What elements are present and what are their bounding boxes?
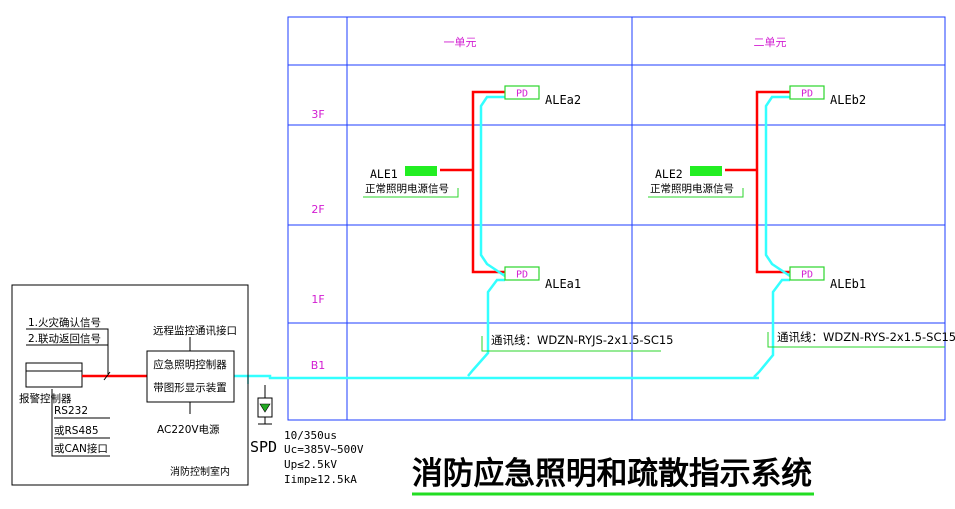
unit1-red-riser [471, 90, 505, 274]
unit1-comm-underline [481, 336, 661, 352]
unit2-label-top: ALEb2 [830, 93, 866, 107]
floor-label-2f: 2F [311, 203, 324, 216]
unit1-comm-line: 通讯线：WDZN-RYJS-2x1.5-SC15 [491, 333, 674, 347]
spd-spec-1: 10/350us [284, 429, 337, 442]
fire-confirm-label: 1.火灾确认信号 [28, 316, 101, 329]
unit2-pd-top-text: PD [801, 89, 813, 100]
spd-label: SPD [250, 438, 277, 456]
unit2-header: 二单元 [754, 36, 787, 49]
unit2-comm-line: 通讯线：WDZN-RYS-2x1.5-SC15 [777, 330, 955, 344]
unit1-cyan-riser [479, 95, 506, 278]
unit1-pd-bottom-box [504, 266, 540, 281]
unit1-pd-bottom: PD [504, 266, 540, 281]
alarm-controller-box [25, 362, 83, 388]
floor-label-1f: 1F [311, 293, 324, 306]
unit2-red-riser [755, 90, 790, 274]
unit1-pd-bottom-text: PD [516, 270, 528, 281]
feedback-label: 2.联动返回信号 [28, 333, 101, 345]
unit1-label-top: ALEa2 [545, 93, 581, 107]
spd: SPD 10/350us Uc=385V~500V Up≤2.5kV Iimp≥… [250, 385, 364, 486]
control-room-label: 消防控制室内 [170, 465, 230, 478]
controller-line1: 应急照明控制器 [153, 358, 227, 371]
can-label: 或CAN接口 [54, 442, 108, 455]
spd-arrow-icon [259, 403, 271, 413]
main-comm-bus [234, 374, 759, 380]
unit2-pd-top-box [789, 85, 825, 100]
unit1-wiring [440, 90, 506, 377]
unit1-ale-box [405, 166, 437, 176]
unit1-pd-top-box [504, 85, 540, 100]
control-room-border [11, 284, 249, 486]
spd-spec-2: Uc=385V~500V [284, 443, 364, 456]
unit2-ale-box [690, 166, 722, 176]
interface-bracket [51, 389, 110, 457]
unit2-ale-label: ALE2 [655, 167, 683, 181]
spd-spec-4: Iimp≥12.5kA [284, 473, 357, 486]
unit1-pd-top: PD [504, 85, 540, 100]
unit2-cyan-drop [753, 278, 790, 378]
building-grid [287, 16, 946, 421]
unit2-signal-underline [648, 188, 744, 198]
signal-bracket-1 [26, 328, 109, 374]
unit2-signal-label: 正常照明电源信号 [650, 182, 734, 195]
diagram-title: 消防应急照明和疏散指示系统 [412, 456, 812, 492]
wire-tick-mark [103, 371, 111, 381]
spd-spec-3: Up≤2.5kV [284, 458, 337, 471]
unit2-pd-bottom-box [789, 266, 825, 281]
unit1-signal-underline [363, 188, 459, 198]
unit1-cyan-drop [467, 278, 505, 377]
floor-label-b1: B1 [311, 359, 326, 372]
unit1-header: 一单元 [444, 36, 477, 49]
alarm-controller-label: 报警控制器 [19, 392, 72, 405]
unit2-label-bottom: ALEb1 [830, 277, 866, 291]
rs485-label: 或RS485 [54, 425, 99, 437]
unit2-pd-top: PD [789, 85, 825, 100]
power-label: AC220V电源 [157, 423, 220, 436]
unit2-pd-bottom-text: PD [801, 270, 813, 281]
floor-label-3f: 3F [311, 108, 324, 121]
unit2-cyan-riser [764, 95, 791, 278]
unit2-wiring [725, 90, 791, 378]
unit2-pd-bottom: PD [789, 266, 825, 281]
rs232-label: RS232 [54, 405, 88, 417]
unit1-signal-label: 正常照明电源信号 [365, 182, 449, 195]
emergency-lighting-controller [146, 350, 235, 403]
unit1-ale-label: ALE1 [370, 167, 398, 181]
unit1-pd-top-text: PD [516, 89, 528, 100]
unit1-label-bottom: ALEa1 [545, 277, 581, 291]
unit2-comm-underline [767, 332, 945, 348]
grid-outline [287, 16, 946, 421]
control-room: 1.火灾确认信号 2.联动返回信号 报警控制器 RS232 或RS485 或CA… [11, 284, 249, 486]
controller-line2: 带图形显示装置 [153, 381, 227, 394]
remote-interface-label: 远程监控通讯接口 [153, 324, 237, 337]
